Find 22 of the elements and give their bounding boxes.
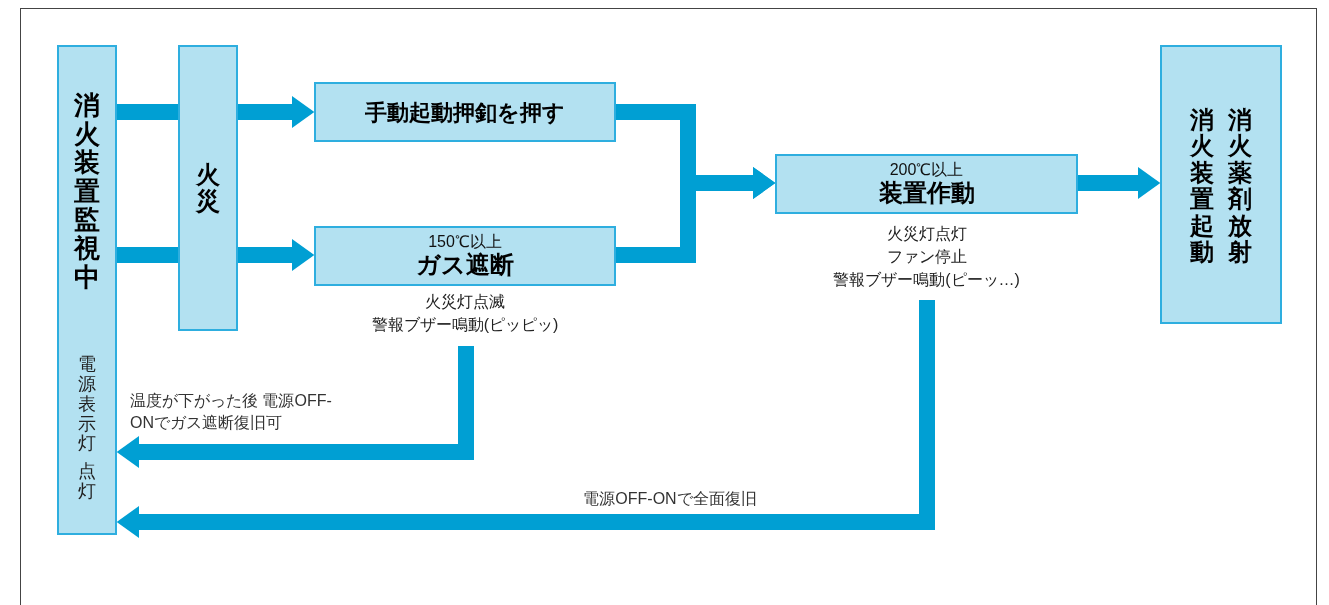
process-box xyxy=(178,45,238,331)
process-box xyxy=(57,45,117,535)
status-note: 警報ブザー鳴動(ピーッ…) xyxy=(833,270,1020,290)
node-label: 消火装置起動 xyxy=(1190,107,1214,266)
status-note: 火災灯点灯 xyxy=(886,224,967,244)
process-box xyxy=(775,154,1078,214)
process-box xyxy=(1160,45,1282,324)
condition-text: 150℃以上 xyxy=(428,233,502,251)
node-label: 火災 xyxy=(196,161,220,215)
status-text: 点灯 xyxy=(78,462,96,502)
status-note: ファン停止 xyxy=(886,247,967,267)
process-box xyxy=(314,226,616,286)
node-label: 装置作動 xyxy=(878,179,975,207)
node-label: 手動起動押釦を押す xyxy=(365,98,565,127)
connector-bar xyxy=(117,247,178,263)
condition-text: 200℃以上 xyxy=(889,161,964,179)
node-label: ガス遮断 xyxy=(416,251,514,279)
process-box xyxy=(314,82,616,142)
status-text: 電源表示灯 xyxy=(78,355,96,455)
node-label: 消火装置監視中 xyxy=(74,91,100,292)
connector-bar xyxy=(117,104,178,120)
node-label: 消火薬剤放射 xyxy=(1228,107,1252,266)
